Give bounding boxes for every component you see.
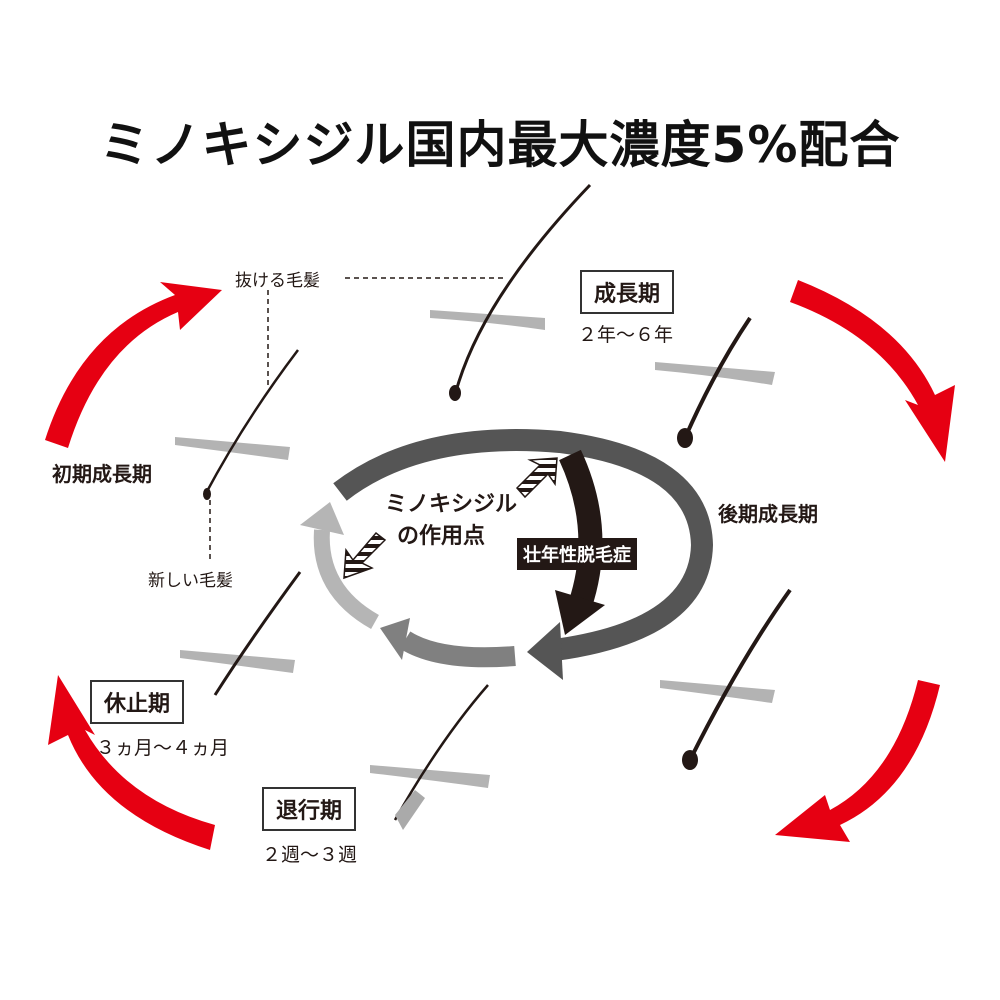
red-arrow-bottom-left bbox=[48, 675, 215, 850]
center-cycle bbox=[300, 429, 714, 680]
red-arrow-top-left bbox=[45, 282, 222, 448]
striped-arrow-down bbox=[343, 531, 387, 580]
hair-early-growth bbox=[175, 349, 299, 500]
new-hair-annotation: 新しい毛髪 bbox=[148, 571, 233, 591]
phase-late-growth-label: 後期成長期 bbox=[718, 502, 818, 526]
hair-growth-1 bbox=[430, 183, 592, 401]
condition-badge: 壮年性脱毛症 bbox=[517, 538, 637, 570]
minoxidil-label-line1: ミノキシジル bbox=[385, 492, 518, 517]
red-cycle-arrows bbox=[45, 280, 955, 850]
phase-growth-label: 成長期 bbox=[580, 270, 675, 314]
hair-telogen bbox=[180, 571, 302, 696]
phase-telogen-label: 休止期 bbox=[90, 680, 185, 724]
red-arrow-top-right bbox=[790, 280, 955, 462]
dashed-leaders bbox=[209, 277, 505, 560]
phase-early-growth-label: 初期成長期 bbox=[52, 462, 152, 486]
black-arrow bbox=[559, 449, 603, 609]
hair-growth-2 bbox=[655, 316, 775, 448]
falling-hair-annotation: 抜ける毛髪 bbox=[235, 271, 320, 291]
hair-follicles bbox=[175, 183, 792, 830]
hair-catagen bbox=[370, 684, 490, 830]
phase-growth-duration: ２年～６年 bbox=[578, 324, 674, 346]
red-arrow-bottom-right bbox=[775, 680, 940, 842]
striped-arrow-up bbox=[515, 457, 558, 499]
mid-gray-arc bbox=[399, 631, 516, 668]
light-gray-arc bbox=[313, 529, 380, 629]
page-title: ミノキシジル国内最大濃度5%配合 bbox=[99, 116, 901, 174]
phase-catagen-duration: ２週～３週 bbox=[262, 844, 358, 866]
hair-late-growth bbox=[660, 588, 792, 770]
phase-catagen-label: 退行期 bbox=[262, 787, 357, 831]
phase-telogen-duration: ３ヵ月～４ヵ月 bbox=[96, 737, 230, 759]
minoxidil-label-line2: の作用点 bbox=[397, 524, 486, 549]
dark-gray-arc bbox=[333, 429, 714, 661]
